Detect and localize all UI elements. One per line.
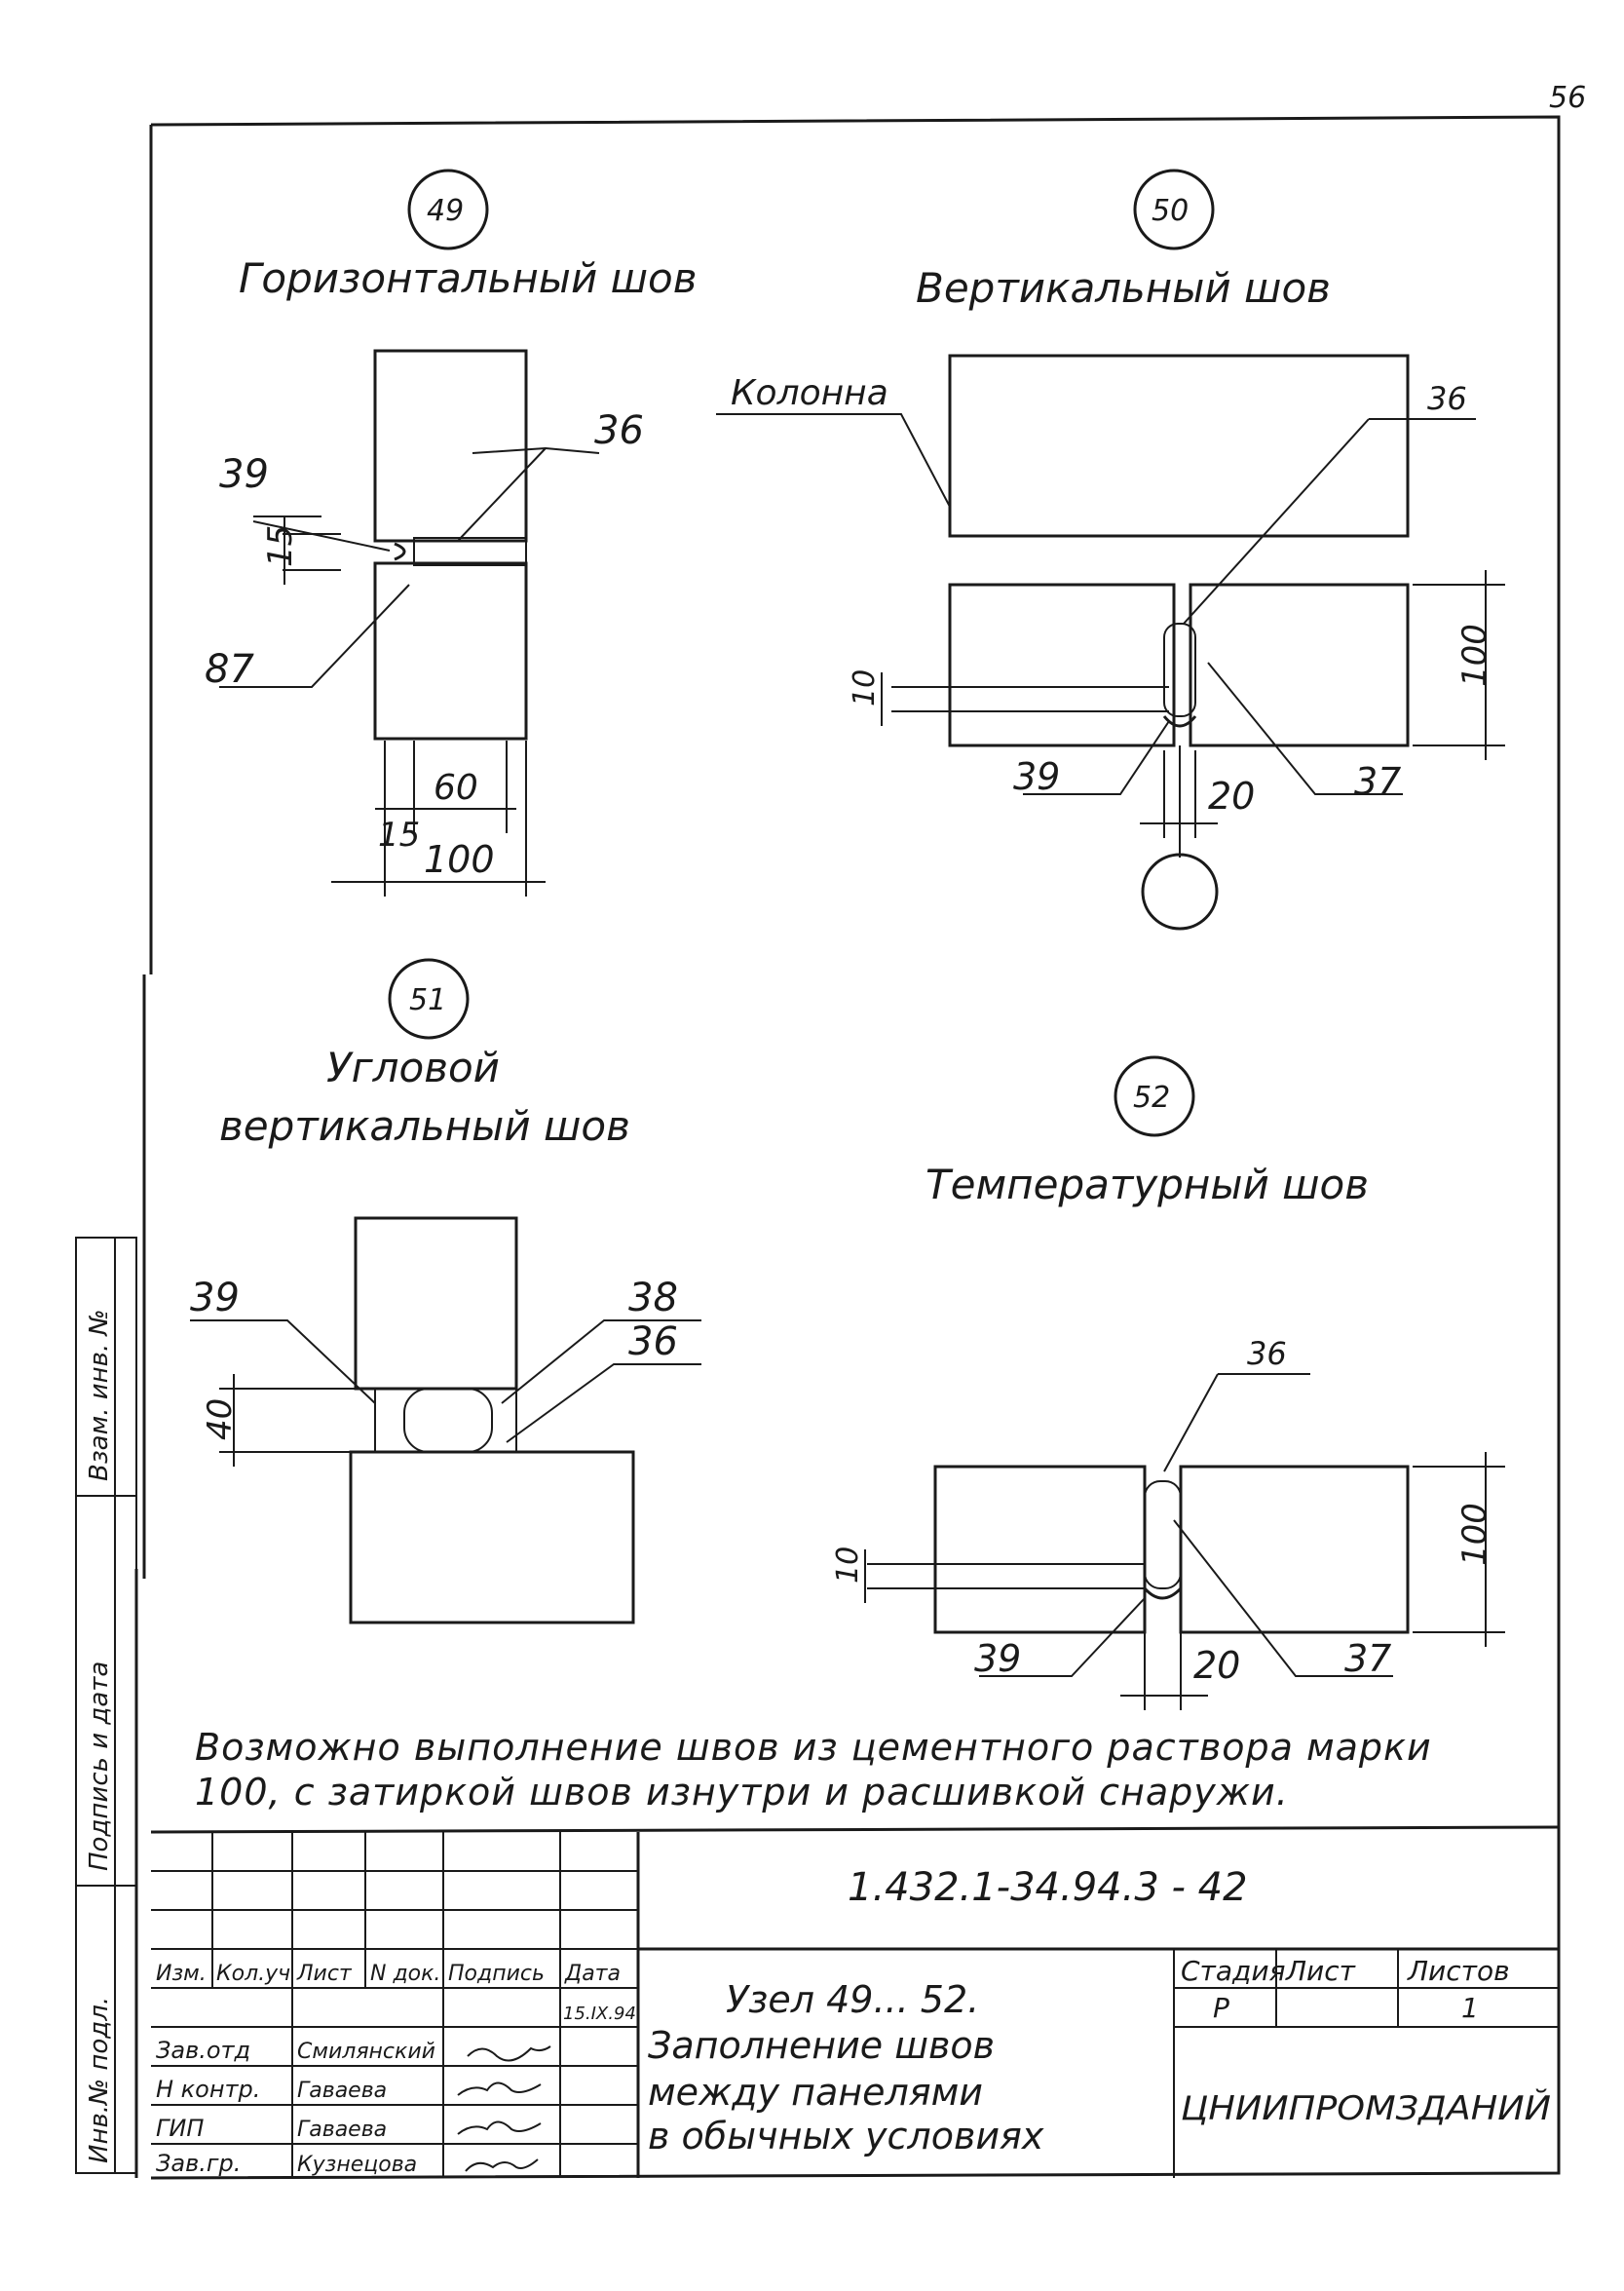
detail-50-column-axis-marker xyxy=(1141,853,1219,931)
tb-organization: ЦНИИПРОМЗДАНИЙ xyxy=(1181,2088,1551,2128)
detail-50-number: 50 xyxy=(1152,194,1189,228)
detail-51-upper-panel xyxy=(354,1216,518,1391)
detail-51-lower-panel xyxy=(349,1450,635,1624)
detail-51-title-line2: вертикальный шов xyxy=(219,1102,630,1150)
tb-role-1: Н контр. xyxy=(156,2076,260,2103)
detail-52-number: 52 xyxy=(1133,1081,1170,1115)
tb-sheets-label: Листов xyxy=(1407,1955,1510,1987)
detail-51-circle xyxy=(388,958,470,1040)
tb-role-0: Зав.отд xyxy=(156,2037,250,2064)
detail-49-dim-100: 100 xyxy=(424,838,495,881)
tb-sheets-value: 1 xyxy=(1461,1992,1479,2024)
detail-52-dim-100: 100 xyxy=(1455,1503,1494,1566)
tb-drawing-title-2: между панелями xyxy=(648,2071,983,2114)
detail-51-label-38: 38 xyxy=(628,1276,678,1320)
margin-inv-podl: Инв.№ подл. xyxy=(85,1997,114,2163)
tb-header-ndok: N док. xyxy=(370,1962,440,1986)
detail-50-dim-20: 20 xyxy=(1208,775,1255,818)
detail-49-sealant xyxy=(394,542,406,561)
title-block-grid xyxy=(150,1825,1560,2178)
detail-51-joint-filler xyxy=(403,1388,493,1453)
detail-49-title: Горизонтальный шов xyxy=(239,254,698,302)
tb-header-podpis: Подпись xyxy=(448,1962,545,1986)
tb-name-0: Смилянский xyxy=(297,2040,435,2064)
general-note: Возможно выполнение швов из цементного р… xyxy=(195,1726,1432,1814)
detail-49-dim-15b: 15 xyxy=(378,816,420,855)
detail-52-label-39: 39 xyxy=(974,1637,1021,1680)
detail-52-circle xyxy=(1114,1055,1195,1137)
tb-drawing-title-0: Узел 49... 52. xyxy=(726,1978,979,2021)
tb-drawing-title-1: Заполнение швов xyxy=(648,2024,995,2067)
detail-50-right-panel xyxy=(1189,583,1410,747)
detail-52-right-panel xyxy=(1179,1465,1410,1634)
margin-stamp xyxy=(75,1237,137,2174)
detail-50-label-column: Колонна xyxy=(731,373,888,413)
detail-50-label-36: 36 xyxy=(1427,380,1467,417)
margin-podp-data: Подпись и дата xyxy=(85,1661,114,1871)
detail-50-circle xyxy=(1133,169,1215,250)
detail-49-label-39: 39 xyxy=(219,452,269,497)
detail-50-title: Вертикальный шов xyxy=(916,264,1331,312)
title-doc-code: 1.432.1-34.94.3 - 42 xyxy=(848,1865,1248,1910)
detail-52-left-panel xyxy=(933,1465,1147,1634)
margin-vzam-inv: Взам. инв. № xyxy=(85,1309,114,1481)
tb-role-2: ГИП xyxy=(156,2115,204,2142)
tb-stage-label: Стадия xyxy=(1181,1955,1285,1987)
detail-52-label-37: 37 xyxy=(1344,1637,1391,1680)
detail-49-dim-60: 60 xyxy=(434,768,478,808)
tb-drawing-title-3: в обычных условиях xyxy=(648,2115,1044,2157)
detail-52-dim-20: 20 xyxy=(1193,1644,1240,1687)
tb-sheet-label: Лист xyxy=(1285,1955,1356,1987)
detail-49-circle xyxy=(407,169,489,250)
detail-52-dim-10: 10 xyxy=(831,1546,865,1584)
detail-50: 50 Вертикальный шов Колонна 36 39 37 10 … xyxy=(716,169,1505,931)
detail-49-upper-panel xyxy=(373,349,528,543)
detail-49-lower-panel xyxy=(373,561,528,741)
tb-header-kol: Кол.уч xyxy=(216,1962,290,1986)
tb-name-2: Гаваева xyxy=(297,2118,387,2142)
tb-name-3: Кузнецова xyxy=(297,2153,417,2177)
tb-name-1: Гаваева xyxy=(297,2079,387,2103)
tb-signatures xyxy=(457,2045,551,2172)
tb-header-list: Лист xyxy=(296,1962,353,1986)
tb-header-data: Дата xyxy=(564,1962,621,1986)
detail-49-number: 49 xyxy=(427,194,464,228)
detail-50-label-37: 37 xyxy=(1354,760,1401,803)
page-number: 56 xyxy=(1549,81,1586,115)
detail-50-column xyxy=(948,354,1410,538)
detail-49-label-87: 87 xyxy=(205,647,254,692)
detail-51-number: 51 xyxy=(409,983,446,1017)
detail-51-title-line1: Угловой xyxy=(326,1044,500,1091)
tb-stage-value: Р xyxy=(1213,1992,1229,2024)
detail-52: 52 Температурный шов 36 39 37 10 20 100 xyxy=(831,1055,1505,1710)
detail-50-joint-filler xyxy=(1163,623,1196,717)
detail-51-label-36: 36 xyxy=(628,1319,678,1364)
tb-date: 15.IX.94 xyxy=(563,2004,636,2024)
detail-50-dim-100: 100 xyxy=(1455,624,1494,687)
detail-51: 51 Угловой вертикальный шов 39 38 36 40 xyxy=(190,958,701,1624)
detail-52-joint-filler xyxy=(1144,1480,1182,1589)
detail-50-dim-10: 10 xyxy=(848,669,882,706)
detail-50-label-39: 39 xyxy=(1013,755,1060,798)
detail-52-title: Температурный шов xyxy=(925,1161,1369,1208)
detail-51-joint-sealant xyxy=(374,1388,517,1453)
detail-49-joint-filler xyxy=(413,537,527,566)
detail-50-left-panel xyxy=(948,583,1176,747)
detail-51-label-39: 39 xyxy=(190,1276,240,1320)
tb-role-3: Зав.гр. xyxy=(156,2150,241,2177)
detail-49-dim-15: 15 xyxy=(261,525,300,567)
detail-52-label-36: 36 xyxy=(1247,1335,1287,1372)
detail-49-label-36: 36 xyxy=(594,408,644,453)
tb-header-izm: Изм. xyxy=(156,1962,207,1986)
detail-51-dim-40: 40 xyxy=(201,1398,240,1440)
detail-49: 49 Горизонтальный шов 39 36 87 15 60 15 … xyxy=(205,169,698,897)
